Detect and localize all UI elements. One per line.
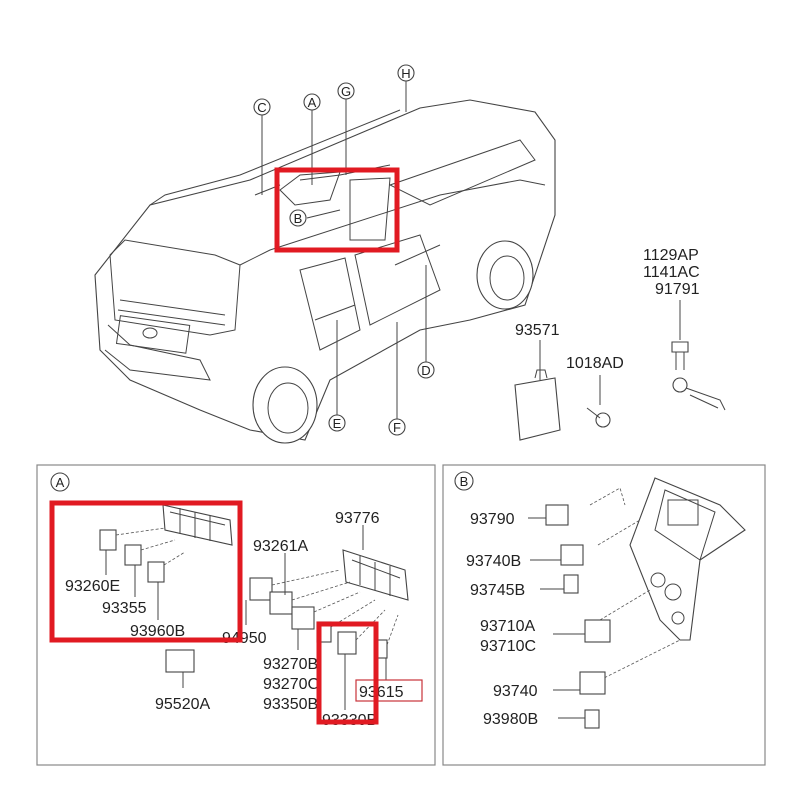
callout-d[interactable]: D <box>417 361 435 379</box>
callout-c[interactable]: C <box>253 98 271 116</box>
label-93790: 93790 <box>470 511 515 528</box>
svg-text:F: F <box>393 420 401 435</box>
label-93270C: 93270C <box>263 676 319 693</box>
callout-a[interactable]: A <box>303 93 321 111</box>
callout-h[interactable]: H <box>397 64 415 82</box>
svg-text:A: A <box>308 95 317 110</box>
callout-f[interactable]: F <box>388 418 406 436</box>
label-93776: 93776 <box>335 510 380 527</box>
label-93571: 93571 <box>515 322 560 339</box>
center-fascia-drawing <box>528 477 746 729</box>
callout-b[interactable]: B <box>289 209 307 227</box>
label-93960B: 93960B <box>130 623 185 640</box>
label-1141AC: 1141AC <box>643 264 700 281</box>
panel-a-frame <box>36 464 436 766</box>
svg-text:B: B <box>460 474 469 489</box>
svg-text:A: A <box>56 475 65 490</box>
panel-b-frame <box>442 464 766 766</box>
label-1018AD: 1018AD <box>566 355 624 372</box>
label-94950: 94950 <box>222 630 267 647</box>
callout-g[interactable]: G <box>337 82 355 100</box>
label-93261A: 93261A <box>253 538 308 555</box>
highlight-box-dashboard <box>274 167 400 253</box>
svg-text:E: E <box>333 416 342 431</box>
label-93740B: 93740B <box>466 553 521 570</box>
label-1129AP: 1129AP <box>643 247 699 264</box>
label-93740: 93740 <box>493 683 538 700</box>
label-93355: 93355 <box>102 600 147 617</box>
label-93350B: 93350B <box>263 696 318 713</box>
label-91791: 91791 <box>655 281 700 298</box>
label-93615: 93615 <box>359 684 404 701</box>
label-93260E: 93260E <box>65 578 120 595</box>
vehicle-drawing <box>94 99 556 444</box>
label-93270B: 93270B <box>263 656 318 673</box>
screw-1018AD <box>586 375 611 428</box>
label-93745B: 93745B <box>470 582 525 599</box>
highlight-93615 <box>355 679 423 702</box>
switch-parts-a <box>99 504 409 710</box>
svg-text:C: C <box>257 100 266 115</box>
bolt-and-ring-terminal <box>671 300 726 411</box>
label-93710A: 93710A <box>480 618 535 635</box>
svg-text:D: D <box>421 363 430 378</box>
svg-text:H: H <box>401 66 410 81</box>
module-93571 <box>514 340 561 441</box>
svg-text:G: G <box>341 84 351 99</box>
panel-b-badge: B <box>454 471 474 491</box>
svg-text:B: B <box>294 211 303 226</box>
label-93980B: 93980B <box>483 711 538 728</box>
panel-a-badge: A <box>50 472 70 492</box>
label-95520A: 95520A <box>155 696 210 713</box>
highlight-box-a-right <box>316 621 379 725</box>
label-93710C: 93710C <box>480 638 536 655</box>
highlight-box-a-left <box>49 500 243 643</box>
callout-e[interactable]: E <box>328 414 346 432</box>
